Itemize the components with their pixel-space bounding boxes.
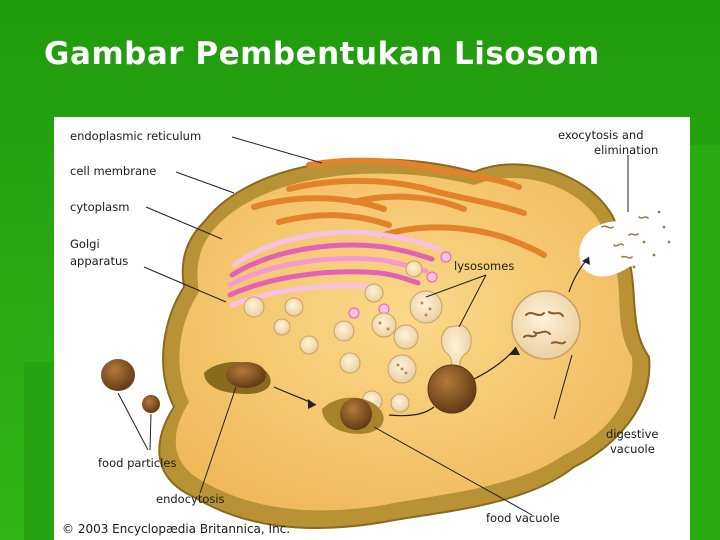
cell-diagram: endoplasmic reticulum cell membrane cyto… bbox=[62, 128, 671, 536]
label-endocytosis: endocytosis bbox=[156, 492, 225, 506]
exocytosis-opening bbox=[579, 217, 654, 277]
label-food-particles: food particles bbox=[98, 456, 176, 470]
digestive-contents bbox=[523, 311, 566, 345]
decor-band-left bbox=[24, 362, 54, 540]
label-cell-membrane: cell membrane bbox=[70, 164, 156, 178]
endoplasmic-reticulum bbox=[251, 157, 547, 258]
label-golgi-line2: apparatus bbox=[70, 254, 128, 268]
lysosome-dots bbox=[378, 301, 432, 375]
label-digestive-line1: digestive bbox=[606, 427, 658, 441]
food-particle-large bbox=[101, 359, 135, 391]
leader-lines bbox=[117, 136, 629, 516]
food-vacuole-particle bbox=[340, 398, 372, 430]
label-lysosomes: lysosomes bbox=[454, 259, 514, 273]
exocytosis-particles bbox=[601, 216, 649, 259]
arrow-heads bbox=[308, 257, 590, 409]
golgi-vesicles bbox=[348, 251, 452, 319]
copyright-notice: © 2003 Encyclopædia Britannica, Inc. bbox=[62, 522, 290, 536]
label-endoplasmic-reticulum: endoplasmic reticulum bbox=[70, 129, 201, 143]
exocytosis-dots bbox=[632, 210, 671, 269]
food-vacuole-digesting bbox=[427, 364, 477, 414]
label-food-vacuole: food vacuole bbox=[486, 511, 560, 525]
label-exocytosis-line1: exocytosis and bbox=[558, 128, 644, 142]
endocytosed-particle bbox=[226, 362, 266, 388]
decor-band-right bbox=[688, 145, 720, 540]
lysosome-vesicles bbox=[243, 260, 443, 413]
lysosome-formation-figure: endoplasmic reticulum cell membrane cyto… bbox=[54, 117, 690, 540]
label-golgi-line1: Golgi bbox=[70, 237, 100, 251]
slide-title: Gambar Pembentukan Lisosom bbox=[44, 36, 600, 72]
label-exocytosis-line2: elimination bbox=[594, 143, 658, 157]
label-cytoplasm: cytoplasm bbox=[70, 200, 129, 214]
food-particle-small bbox=[142, 395, 160, 413]
digestive-vacuole bbox=[511, 290, 581, 360]
label-digestive-line2: vacuole bbox=[610, 442, 655, 456]
